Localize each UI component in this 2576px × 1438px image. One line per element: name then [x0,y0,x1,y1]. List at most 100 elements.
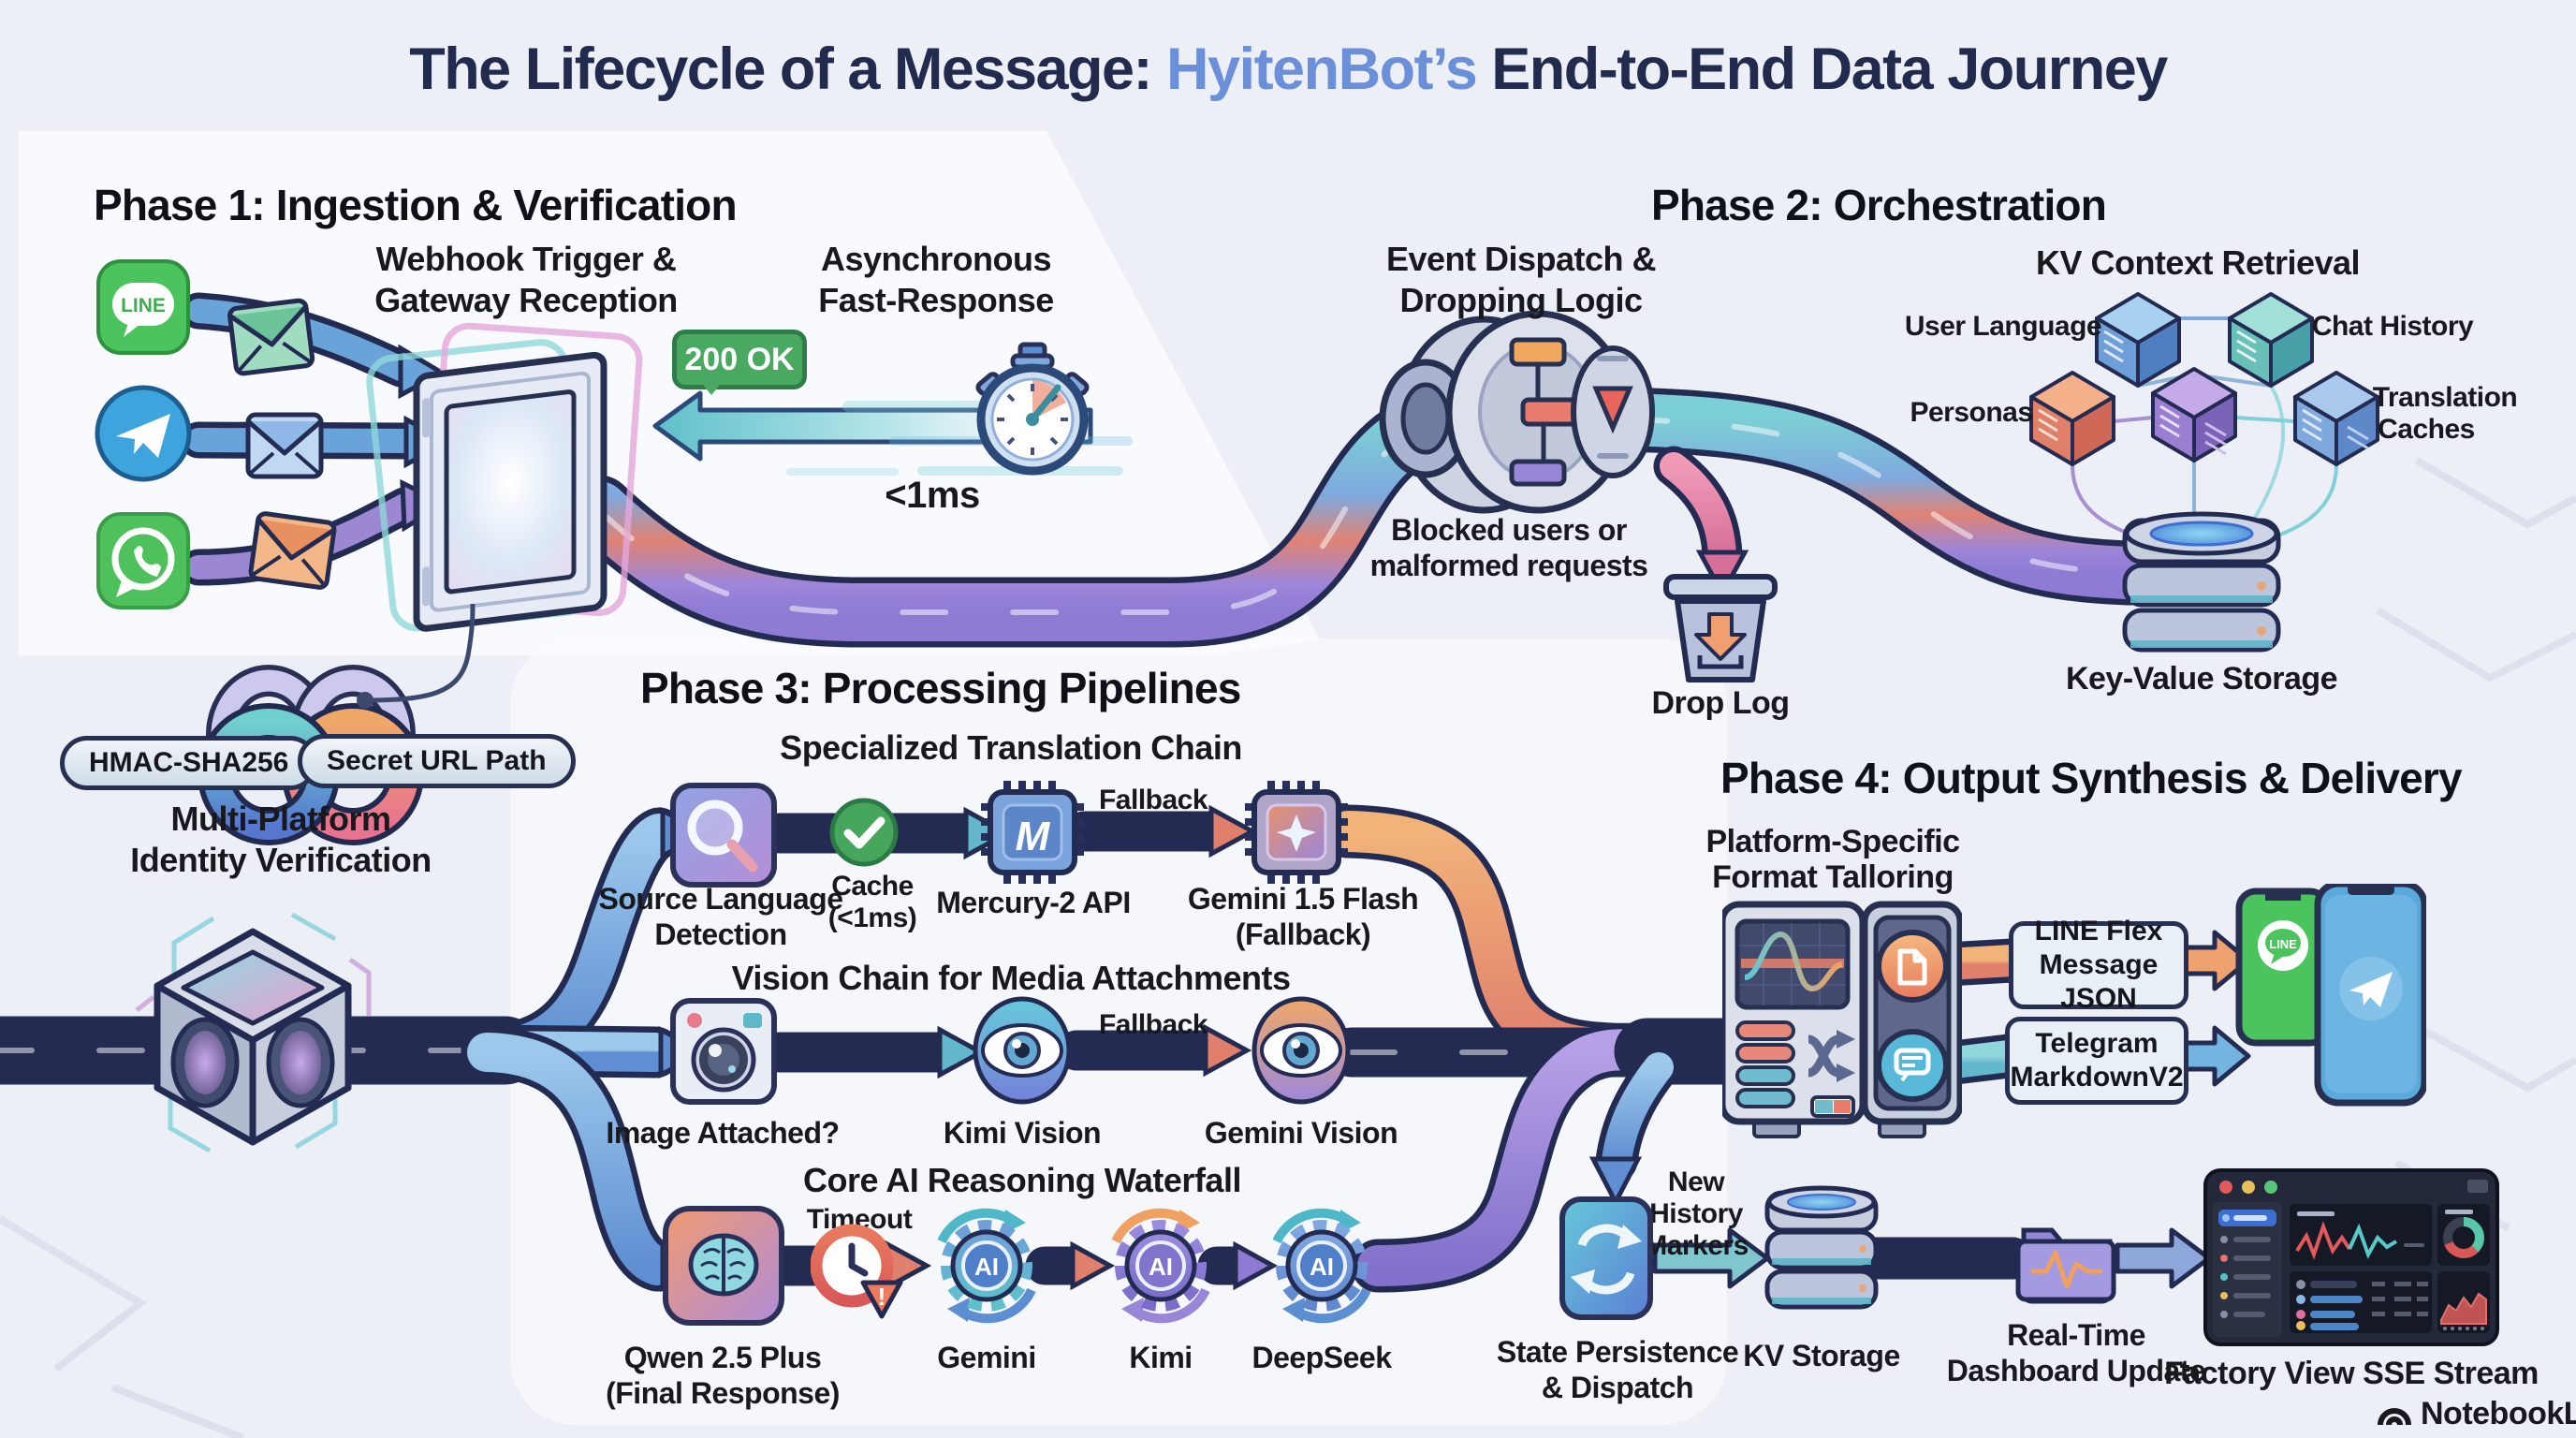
drop-log-label: Drop Log [1651,685,1790,721]
dispatch-label-2: Dropping Logic [1399,281,1643,319]
fast-response-arrow [652,390,1093,462]
state-label-2: & Dispatch [1541,1371,1694,1404]
stopwatch-icon [975,342,1090,476]
blocked-label-1: Blocked users or [1391,513,1627,547]
line-phone-label: LINE [2269,937,2297,951]
image-attached-label: Image Attached? [606,1116,840,1150]
kv-retrieval-title: KV Context Retrieval [2035,243,2361,282]
markers-label-1: New [1667,1167,1725,1197]
cache-check-icon [827,796,900,873]
translation-chain-title: Specialized Translation Chain [780,728,1242,767]
gemini-vision-label: Gemini Vision [1204,1116,1398,1150]
deepseek-label: DeepSeek [1251,1341,1392,1374]
source-label-2: Detection [654,917,787,951]
tailoring-label-1: Platform-Specific [1705,824,1960,859]
fallback2-label: Fallback [1098,1009,1208,1040]
gateway-portal [366,322,643,632]
title-suffix: End-to-End Data Journey [1476,37,2168,102]
camera-icon [670,998,777,1109]
title-brand: HyitenBot’s [1166,37,1478,102]
event-dispatch-turbine [1379,310,1655,514]
phase3-heading: Phase 3: Processing Pipelines [640,664,1241,712]
kv-storage-label: Key-Value Storage [2065,661,2338,697]
cache-label-2: (<1ms) [827,902,917,933]
cube-translation-label-2: Caches [2378,414,2475,445]
dashboard-folder-icon [2015,1227,2116,1304]
async-label-2: Fast-Response [818,281,1054,319]
factory-dashboard-window [2203,1168,2499,1351]
gemini-ai-glyph: AI [974,1253,999,1281]
gemini-gear-icon: AI [930,1208,1043,1328]
title-prefix: The Lifecycle of a Message: [409,37,1167,102]
cube-user-label: User Language [1904,311,2102,342]
router-cube [135,912,372,1153]
phase4-heading: Phase 4: Output Synthesis & Delivery [1720,754,2463,802]
secret-url-pill: Secret URL Path [298,734,576,788]
notebooklm-logo-icon [2378,1408,2411,1426]
cube-personas-label: Personas [1910,397,2033,428]
identity-label-1: Multi-Platform [170,800,391,838]
kimi-label: Kimi [1129,1341,1193,1374]
page-title: The Lifecycle of a Message: HyitenBot’s … [0,36,2576,103]
cube-translation-label-1: Translation [2372,382,2518,413]
kimi-vision-label: Kimi Vision [943,1116,1102,1150]
qwen-label-1: Qwen 2.5 Plus [623,1341,822,1374]
blocked-label-2: malformed requests [1369,549,1648,582]
notebooklm-label: NotebookLM [2421,1395,2576,1431]
deepseek-gear-icon: AI [1266,1208,1378,1328]
kimi-ai-glyph: AI [1149,1253,1173,1281]
drop-log-bin [1663,574,1778,682]
latency-label: <1ms [885,475,980,516]
format-machine [1719,899,1964,1147]
kv-storage-db [1764,1185,1879,1310]
cube-user-language [2095,292,2181,388]
delivery-phones: LINE [2235,880,2428,1124]
telegram-box-label-1: Telegram [2035,1028,2159,1059]
async-label-1: Asynchronous [820,240,1052,278]
source-language-icon [670,783,777,892]
qwen-label-2: (Final Response) [606,1376,840,1410]
deepseek-ai-glyph: AI [1310,1253,1334,1281]
gemini-vision-eye-icon [1249,996,1354,1109]
envelope-green-icon [226,297,316,384]
telegram-markdown-box: Telegram MarkdownV2 [2005,1017,2188,1105]
mercury-glyph: M [1016,814,1051,859]
gemini-label: Gemini [937,1341,1036,1374]
line-flex-box: LINE Flex Message JSON [2009,916,2188,1014]
line-icon-label: LINE [121,295,166,316]
gemini-flash-label-2: (Fallback) [1235,917,1371,951]
waterfall-title: Core AI Reasoning Waterfall [803,1161,1241,1199]
whatsapp-icon [95,511,191,615]
kimi-gear-icon: AI [1105,1208,1217,1328]
dashboard-label-2: Dashboard Update [1946,1354,2206,1387]
cube-chat-label: Chat History [2311,311,2474,342]
telegram-icon [94,384,193,488]
mercury-chip-icon: M [981,781,1084,888]
tailoring-label-2: Format Talloring [1712,859,1954,895]
mercury-label: Mercury-2 API [936,886,1131,919]
factory-sse-label: Factory View SSE Stream [2164,1356,2539,1391]
timeout-clock-icon: ! [810,1223,910,1327]
fallback1-label: Fallback [1098,785,1208,815]
markers-label-2: History [1649,1198,1743,1229]
ok-200-badge: 200 OK [672,330,807,395]
notebooklm-watermark: NotebookLM [2376,1395,2576,1432]
source-label-1: Source Language [598,882,844,916]
line-flex-label-2: Message JSON [2039,949,2159,1014]
gemini-flash-chip-icon [1245,781,1348,888]
cube-personas [2029,371,2115,466]
gemini-flash-label-1: Gemini 1.5 Flash [1187,882,1419,916]
identity-label-2: Identity Verification [130,841,432,879]
cache-label-1: Cache [831,871,914,902]
webhook-label-2: Gateway Reception [374,281,678,319]
envelope-blue-icon [245,412,324,486]
svg-text:!: ! [878,1283,886,1311]
line-icon: LINE [95,258,191,360]
phase2-heading: Phase 2: Orchestration [1651,181,2107,229]
cube-translation-caches [2293,371,2379,466]
cube-center [2151,367,2237,462]
telegram-box-label-2: MarkdownV2 [2010,1062,2184,1093]
dashboard-label-1: Real-Time [2007,1318,2145,1352]
line-flex-label-1: LINE Flex [2034,916,2163,946]
